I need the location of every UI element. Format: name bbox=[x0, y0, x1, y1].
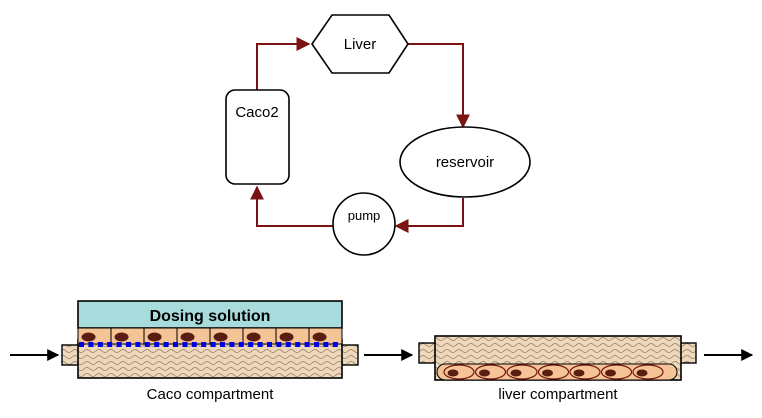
membrane-pore bbox=[79, 342, 84, 347]
membrane-pore bbox=[126, 342, 131, 347]
hepatocyte bbox=[600, 364, 633, 380]
membrane-pore bbox=[154, 342, 160, 347]
liver-compartment-caption: liver compartment bbox=[498, 386, 618, 403]
liver-compartment: liver compartment bbox=[418, 335, 697, 403]
epithelial-cell bbox=[275, 327, 310, 345]
hepatocyte-layer bbox=[436, 363, 678, 381]
hepatocyte bbox=[569, 364, 601, 380]
membrane-pore bbox=[107, 342, 113, 347]
membrane-pore bbox=[267, 342, 272, 347]
cell-nucleus bbox=[81, 332, 96, 342]
membrane-pore bbox=[116, 342, 122, 347]
membrane-pore bbox=[163, 342, 169, 347]
reservoir-node: reservoir bbox=[399, 126, 531, 198]
membrane-pore bbox=[220, 342, 225, 347]
membrane-pore bbox=[332, 342, 338, 347]
epithelial-cell bbox=[242, 327, 277, 345]
cell-nucleus bbox=[114, 332, 129, 342]
cell-nucleus bbox=[312, 332, 327, 342]
caco-compartment: Dosing solution Caco compartment bbox=[61, 300, 359, 403]
caco2-box bbox=[225, 89, 290, 185]
pump-node: pump bbox=[332, 192, 396, 256]
dosing-solution-layer bbox=[77, 300, 343, 329]
liver-cell-layer bbox=[436, 363, 678, 381]
membrane-pore bbox=[191, 342, 197, 347]
epithelial-cell bbox=[143, 327, 178, 345]
membrane-pore bbox=[210, 342, 216, 347]
liver-label: Liver bbox=[344, 36, 377, 53]
hepatocyte-nucleus bbox=[636, 369, 648, 377]
hepatocyte-nucleus bbox=[447, 369, 459, 377]
cell-nucleus bbox=[180, 332, 195, 342]
epithelial-cell bbox=[110, 327, 145, 345]
cell-nucleus bbox=[213, 332, 228, 342]
hepatocyte-nucleus bbox=[542, 369, 553, 377]
caco-membrane bbox=[79, 342, 338, 347]
epithelial-cell bbox=[176, 327, 211, 345]
membrane-pore bbox=[323, 342, 329, 347]
membrane-pore bbox=[88, 342, 94, 347]
hepatocyte-nucleus bbox=[510, 369, 522, 377]
membrane-pore bbox=[248, 342, 254, 347]
epithelial-cell bbox=[77, 327, 112, 345]
flow-reservoir-to-pump bbox=[394, 198, 464, 233]
dosing-solution-label: Dosing solution bbox=[150, 308, 271, 325]
cell-nucleus bbox=[147, 332, 162, 342]
reservoir-ellipse bbox=[399, 126, 531, 198]
membrane-pore bbox=[97, 342, 103, 347]
membrane-pore bbox=[257, 342, 263, 347]
caco2-label: Caco2 bbox=[235, 104, 278, 121]
epithelial-cell bbox=[209, 327, 244, 345]
cell-nucleus bbox=[279, 332, 294, 342]
caco-cell-layer bbox=[77, 327, 343, 345]
flow-liver-to-reservoir bbox=[407, 43, 470, 129]
caco-compartment-caption: Caco compartment bbox=[147, 386, 275, 403]
hepatocyte-nucleus bbox=[573, 369, 585, 377]
hepatocyte bbox=[632, 364, 664, 380]
liver-hexagon bbox=[311, 14, 409, 74]
flow-lines bbox=[250, 37, 470, 233]
membrane-pore bbox=[314, 342, 319, 347]
flow-caco2-to-liver bbox=[256, 37, 311, 90]
membrane-pore bbox=[285, 342, 291, 347]
hepatocyte-nucleus bbox=[479, 369, 490, 377]
membrane-pore bbox=[182, 342, 188, 347]
membrane-pore bbox=[135, 342, 141, 347]
hepatocyte bbox=[474, 364, 507, 380]
membrane-pore bbox=[276, 342, 282, 347]
hepatocyte-nucleus bbox=[605, 369, 616, 377]
caco2-node: Caco2 bbox=[225, 89, 290, 185]
membrane-pore bbox=[201, 342, 207, 347]
membrane-pore bbox=[229, 342, 235, 347]
membrane-pore bbox=[173, 342, 178, 347]
pump-label: pump bbox=[348, 208, 381, 223]
membrane-pore bbox=[144, 342, 150, 347]
epithelial-cell bbox=[308, 327, 343, 345]
membrane-pore bbox=[295, 342, 301, 347]
cell-nucleus bbox=[246, 332, 261, 342]
hepatocyte bbox=[537, 364, 570, 380]
liver-node: Liver bbox=[311, 14, 409, 74]
flow-pump-to-caco2 bbox=[250, 185, 334, 227]
hepatocyte bbox=[506, 364, 538, 380]
pump-circle bbox=[332, 192, 396, 256]
membrane-pore bbox=[238, 342, 244, 347]
reservoir-label: reservoir bbox=[436, 154, 494, 171]
membrane-pore bbox=[304, 342, 310, 347]
hepatocyte bbox=[443, 364, 475, 380]
